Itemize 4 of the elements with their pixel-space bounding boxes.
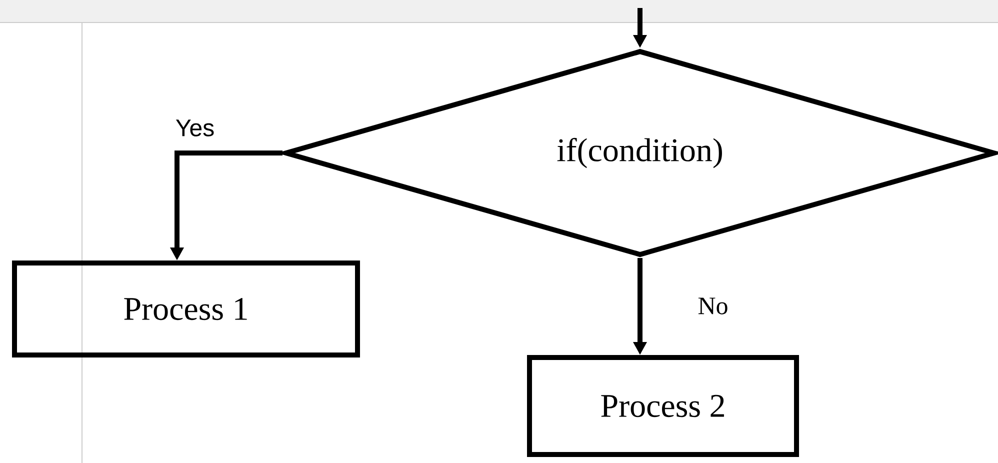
edge-label: Yes [176,120,214,136]
process-box: Process 2 [527,355,799,457]
process-box: Process 1 [12,260,360,358]
edge-label: No [698,298,728,314]
